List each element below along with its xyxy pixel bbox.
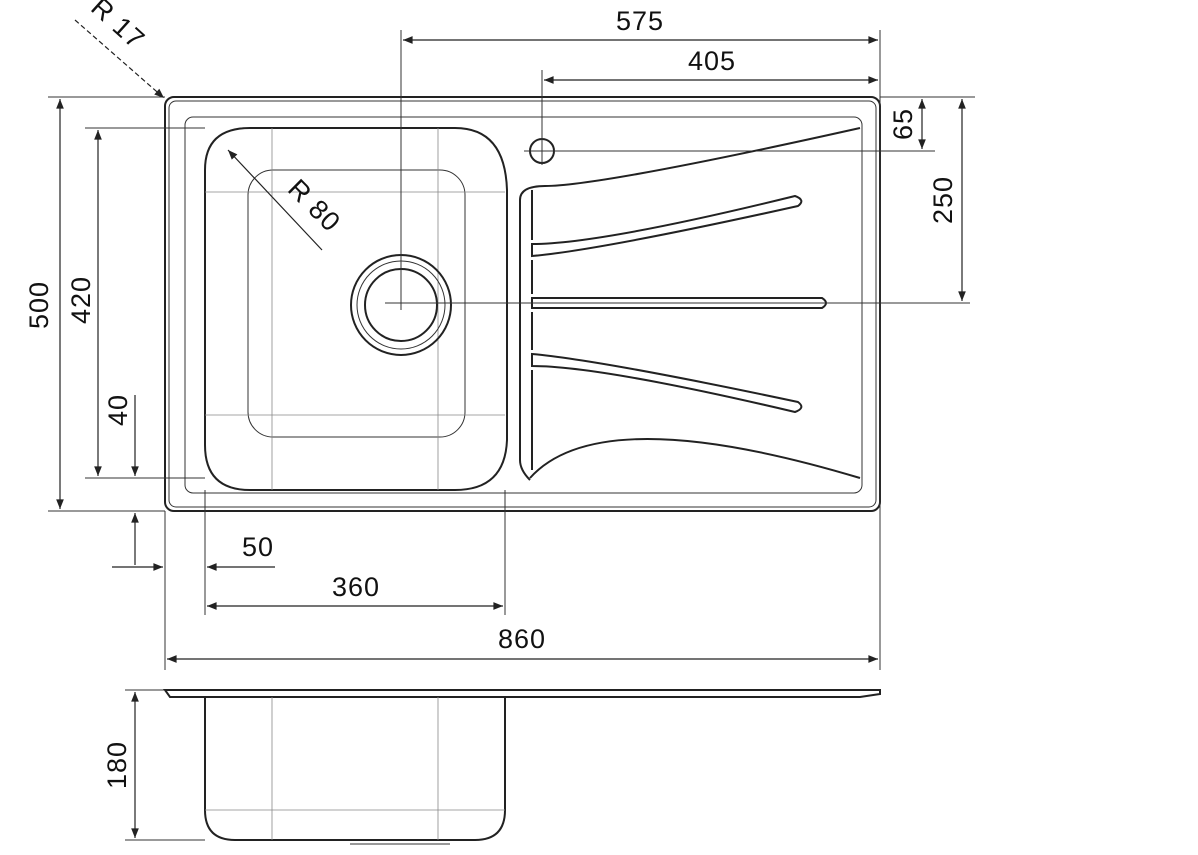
dim-180: 180 bbox=[102, 741, 132, 789]
dim-420: 420 bbox=[66, 276, 96, 324]
dim-360: 360 bbox=[332, 572, 380, 602]
drainer-bottom bbox=[529, 438, 861, 479]
plan-view bbox=[164, 70, 970, 512]
dim-405: 405 bbox=[688, 46, 736, 76]
side-bowl bbox=[204, 697, 506, 841]
radius-17: R 17 bbox=[85, 0, 150, 55]
side-top-plate bbox=[163, 689, 881, 698]
dim-250: 250 bbox=[928, 176, 958, 224]
groove-2 bbox=[531, 297, 827, 309]
sink-rim bbox=[184, 116, 863, 494]
groove-1 bbox=[531, 194, 803, 258]
dim-40: 40 bbox=[103, 394, 133, 426]
bowl-outer bbox=[204, 127, 508, 491]
dim-575: 575 bbox=[616, 6, 664, 36]
radius-80: R 80 bbox=[282, 173, 346, 237]
drainer-top bbox=[519, 127, 861, 201]
side-view bbox=[163, 689, 881, 845]
dimension-lines bbox=[48, 19, 975, 841]
groove-3 bbox=[531, 352, 803, 414]
dim-65: 65 bbox=[888, 108, 918, 140]
dim-860: 860 bbox=[498, 624, 546, 654]
dim-500: 500 bbox=[24, 281, 54, 329]
dim-50: 50 bbox=[242, 532, 274, 562]
